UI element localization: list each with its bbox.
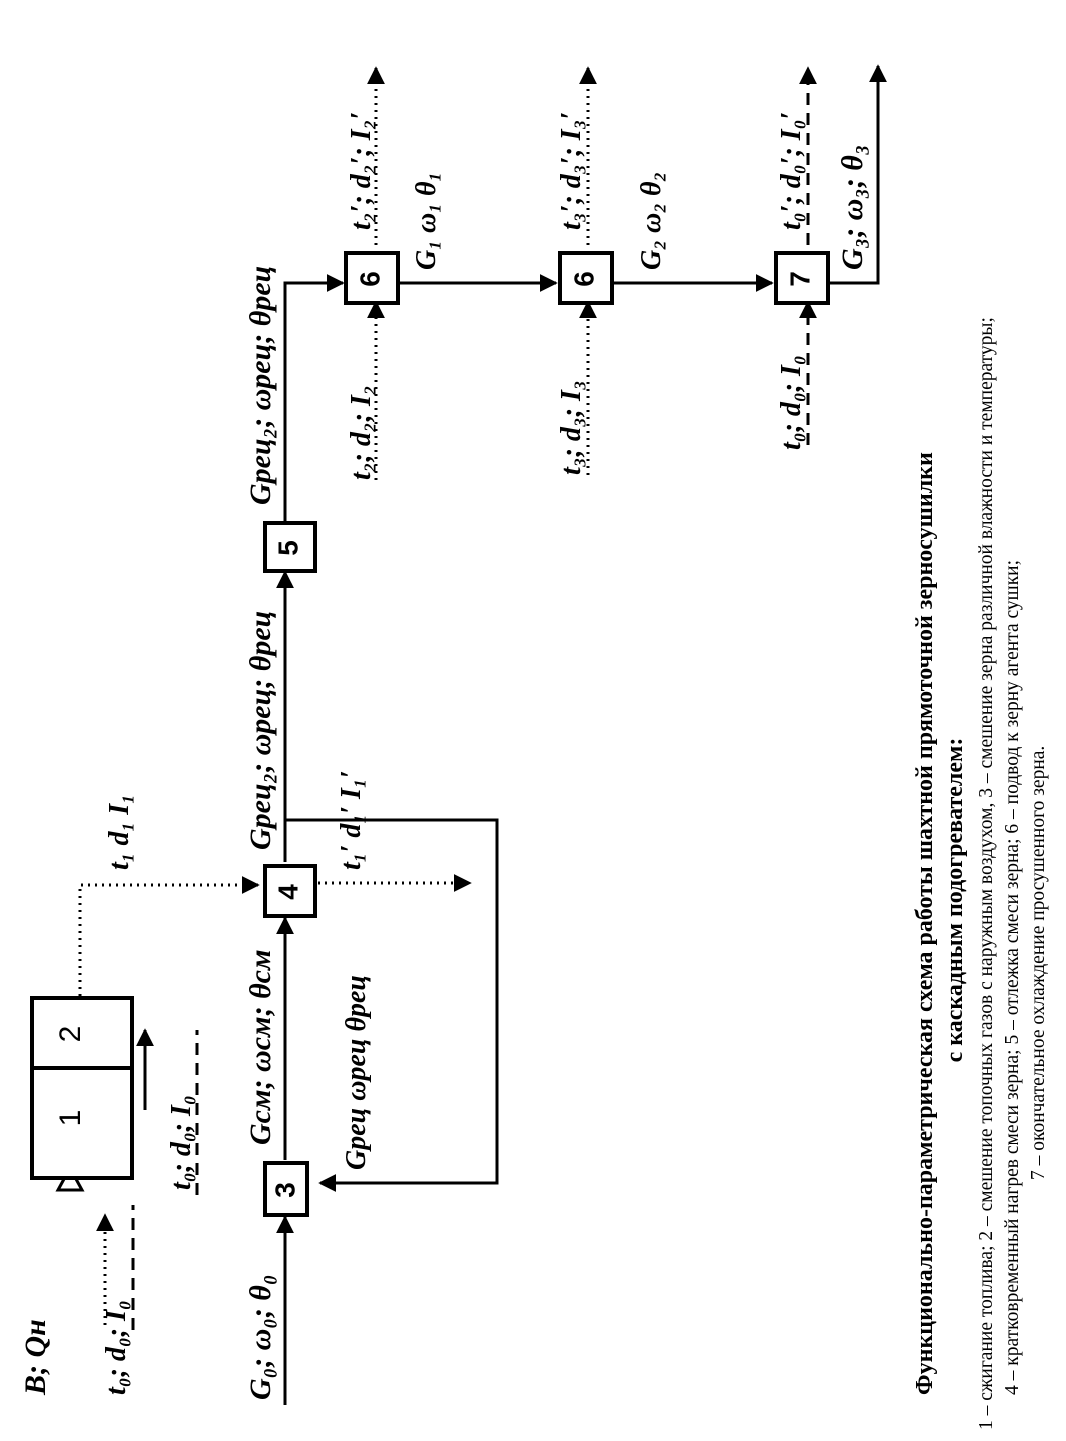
label-exhaust4: t₁′ d₁′ I₁′: [336, 770, 367, 870]
block-2-label: 2: [54, 1026, 87, 1043]
label-fuel: B; Qн: [19, 1319, 52, 1396]
label-agent3-out: t₃′; d₃′; I₃′: [556, 112, 587, 230]
caption-legend-3: 7 – окончательное охлаждение просушенног…: [1028, 746, 1049, 1180]
caption-legend-2: 4 – кратковременный нагрев смеси зерна; …: [1002, 560, 1023, 1395]
label-cool-in: t₀; d₀; I₀: [776, 355, 807, 450]
block-1-label: 1: [54, 1110, 87, 1127]
block-7: [774, 251, 830, 305]
label-after4: Gрец₂; ωрец; θрец: [244, 611, 277, 850]
label-final: G₃; ω₃; θ₃: [836, 145, 869, 270]
recirc-loop: [285, 818, 499, 1192]
final-output-line: [830, 64, 887, 285]
block-3-label: 3: [269, 1182, 300, 1198]
label-agent2-out: t₂′; d₂′; I₂′: [346, 112, 377, 230]
label-flue-out: t₁ d₁ I₁: [104, 794, 135, 870]
flow-lines: [55, 64, 887, 1405]
to6a-line: [283, 274, 345, 522]
block-4: [263, 864, 317, 918]
block-6a-label: 6: [354, 271, 385, 287]
block-furnace: [30, 996, 134, 1180]
label-agent2-in: t₂; d₂; I₂: [346, 385, 377, 480]
label-agent3-in: t₃; d₃; I₃: [556, 380, 587, 475]
label-air-mixer: t₀; d₀; I₀: [166, 1095, 197, 1190]
label-grain-in: G₀; ω₀; θ₀: [244, 1275, 277, 1400]
block-5-label: 5: [272, 540, 303, 556]
block-5: [263, 521, 317, 573]
label-mix: Gсм; ωсм; θсм: [244, 949, 277, 1145]
block-6b: [558, 251, 614, 305]
block-6b-label: 6: [568, 271, 599, 287]
label-recirc: Gрец ωрец θрец: [341, 975, 372, 1170]
block-3: [263, 1161, 309, 1217]
block-4-label: 4: [272, 884, 303, 900]
block-7-label: 7: [784, 271, 815, 287]
block-6a: [344, 251, 400, 305]
label-stream1: G₁ ω₁ θ₁: [411, 172, 442, 270]
flue-gas-line: [78, 876, 260, 996]
caption-title-1: Функционально-параметрическая схема рабо…: [912, 452, 938, 1395]
label-cool-out: t₀′; d₀′; I₀′: [776, 112, 807, 230]
label-air-furnace: t₀; d₀; I₀: [101, 1300, 132, 1395]
caption-title-2: с каскадным подогревателем:: [942, 738, 968, 1063]
caption-legend-1: 1 – сжигание топлива; 2 – смешение топоч…: [976, 317, 997, 1430]
label-after5: Gрец₂; ωрец; θрец: [244, 266, 277, 505]
label-stream2: G₂ ω₂ θ₂: [636, 172, 667, 270]
